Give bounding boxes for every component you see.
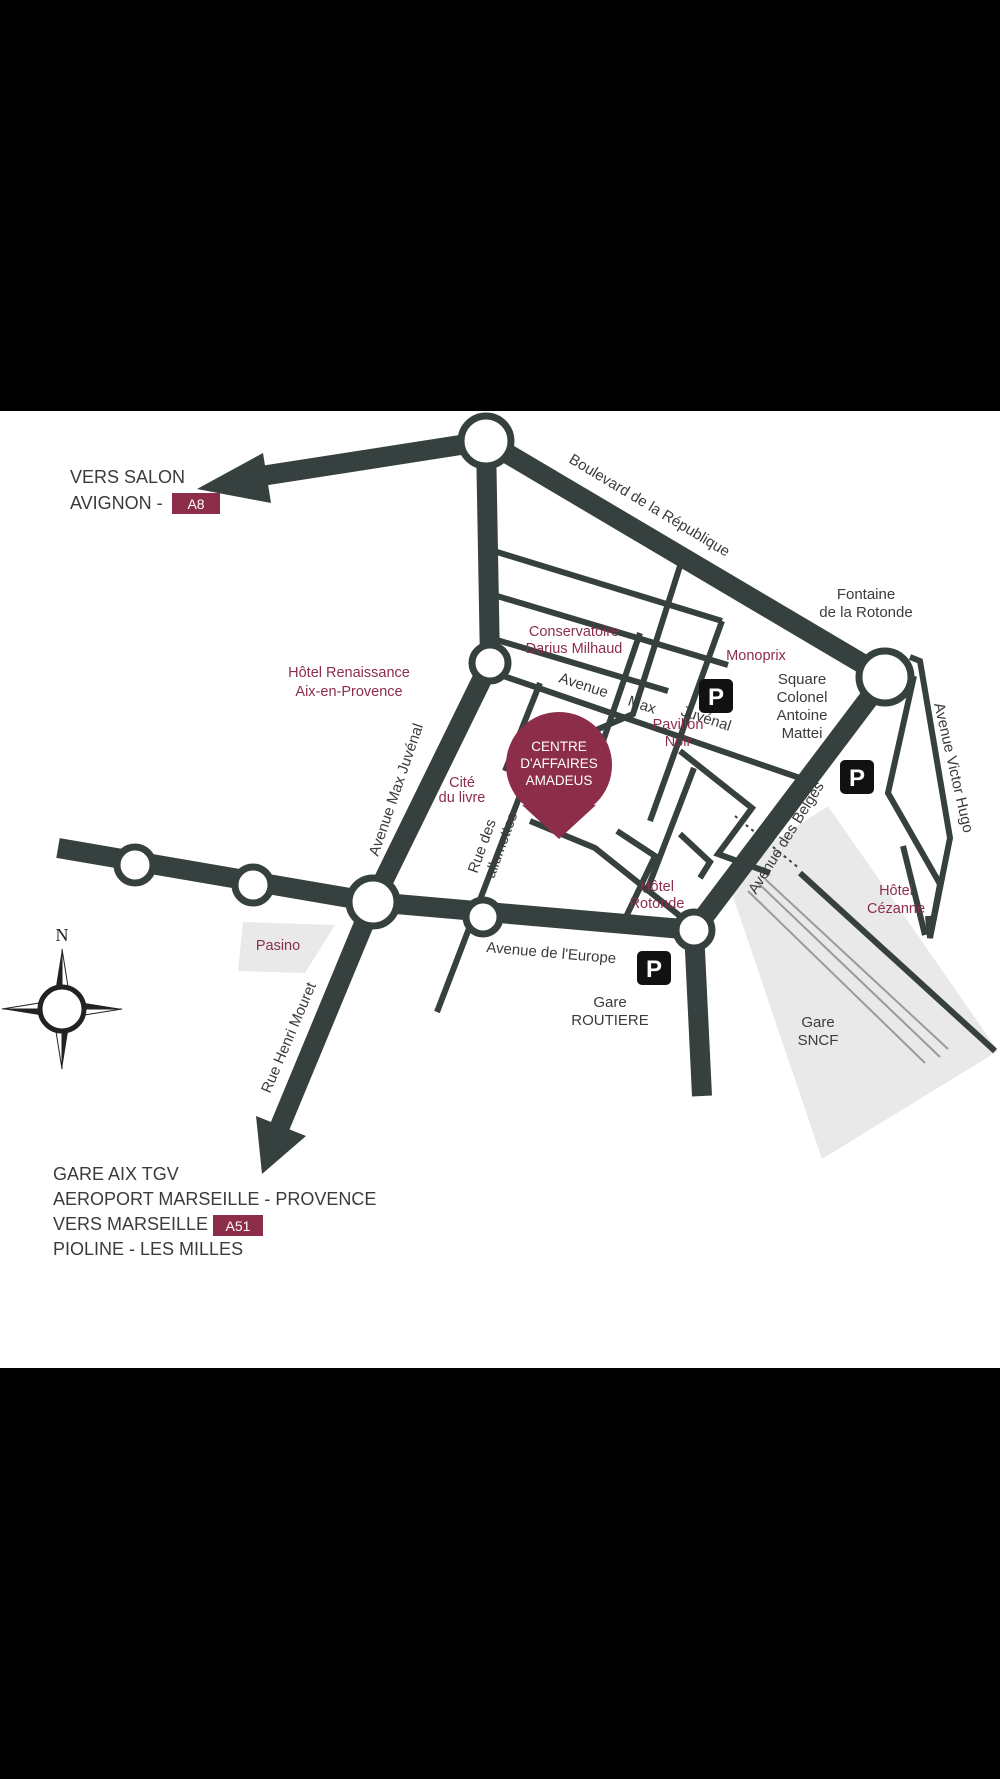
map-panel: CENTRE D'AFFAIRES AMADEUS P P P N VERS S… bbox=[0, 411, 1000, 1368]
badge-a8: A8 bbox=[187, 496, 204, 512]
poi-conservatoire-1: Conservatoire bbox=[529, 624, 619, 640]
direction-nw-line-2: AVIGNON - bbox=[70, 493, 163, 513]
compass-north-label: N bbox=[56, 925, 69, 945]
major-roads bbox=[56, 431, 893, 1174]
roundabout-allumettes bbox=[462, 896, 504, 938]
poi-hotel-cezanne-1: Hôtel bbox=[879, 883, 913, 899]
roundabout-west-2 bbox=[231, 863, 275, 907]
direction-nw-line-1: VERS SALON bbox=[70, 467, 185, 487]
parking-symbol: P bbox=[646, 956, 662, 983]
badge-a51: A51 bbox=[226, 1218, 251, 1234]
poi-pavillon-2: Noir bbox=[665, 734, 692, 750]
poi-cite-1: Cité bbox=[449, 775, 475, 791]
pasino-area bbox=[238, 922, 335, 973]
poi-conservatoire-2: Darius Milhaud bbox=[526, 641, 623, 657]
roundabout-west-1 bbox=[113, 843, 157, 887]
place-square-1: Square bbox=[778, 671, 826, 688]
poi-monoprix: Monoprix bbox=[726, 648, 786, 664]
roundabouts bbox=[113, 412, 915, 952]
poi-hotel-rotonde-1: Hôtel bbox=[640, 879, 674, 895]
roundabout-renaissance bbox=[468, 641, 512, 685]
parking-sign-monoprix: P bbox=[699, 679, 733, 713]
roundabout-north bbox=[457, 412, 515, 470]
destination-marker: CENTRE D'AFFAIRES AMADEUS bbox=[506, 712, 612, 839]
railway-lines bbox=[747, 878, 949, 1064]
parking-symbol: P bbox=[708, 684, 724, 711]
roundabout-rotonde bbox=[855, 647, 915, 707]
place-fontaine-2: de la Rotonde bbox=[819, 604, 912, 621]
parking-symbol: P bbox=[849, 765, 865, 792]
map-canvas: CENTRE D'AFFAIRES AMADEUS P P P N VERS S… bbox=[1, 412, 998, 1259]
place-square-2: Colonel bbox=[777, 689, 828, 706]
poi-hotel-renaissance-2: Aix-en-Provence bbox=[295, 684, 402, 700]
place-square-4: Mattei bbox=[782, 725, 823, 742]
direction-s-line-4: PIOLINE - LES MILLES bbox=[53, 1239, 243, 1259]
destination-line-1: CENTRE bbox=[531, 739, 587, 754]
direction-northwest: VERS SALON AVIGNON - A8 bbox=[70, 467, 220, 514]
poi-cite-2: du livre bbox=[439, 790, 486, 806]
place-gare-sncf-2: SNCF bbox=[798, 1032, 839, 1049]
destination-line-2: D'AFFAIRES bbox=[520, 756, 598, 771]
roundabout-europe bbox=[672, 908, 716, 952]
street-label-avenue-europe: Avenue de l'Europe bbox=[486, 939, 617, 967]
place-fontaine-1: Fontaine bbox=[837, 586, 895, 603]
parking-sign-belges: P bbox=[840, 760, 874, 794]
minor-roads bbox=[434, 549, 998, 1054]
compass-icon: N bbox=[1, 925, 123, 1070]
direction-south: GARE AIX TGV AEROPORT MARSEILLE - PROVEN… bbox=[53, 1164, 376, 1259]
poi-pavillon-1: Pavillon bbox=[653, 717, 704, 733]
direction-s-line-2: AEROPORT MARSEILLE - PROVENCE bbox=[53, 1189, 376, 1209]
direction-s-line-3: VERS MARSEILLE bbox=[53, 1214, 208, 1234]
place-gare-routiere-1: Gare bbox=[593, 994, 626, 1011]
poi-hotel-rotonde-2: Rotonde bbox=[630, 896, 685, 912]
destination-line-3: AMADEUS bbox=[526, 773, 593, 788]
place-gare-routiere-2: ROUTIERE bbox=[571, 1012, 649, 1029]
poi-hotel-renaissance-1: Hôtel Renaissance bbox=[288, 665, 410, 681]
poi-hotel-cezanne-2: Cézanne bbox=[867, 901, 925, 917]
roundabout-west-center bbox=[345, 874, 401, 930]
poi-pasino: Pasino bbox=[256, 938, 300, 954]
parking-sign-routiere: P bbox=[637, 951, 671, 985]
direction-s-line-1: GARE AIX TGV bbox=[53, 1164, 179, 1184]
place-gare-sncf-1: Gare bbox=[801, 1014, 834, 1031]
place-square-3: Antoine bbox=[777, 707, 828, 724]
